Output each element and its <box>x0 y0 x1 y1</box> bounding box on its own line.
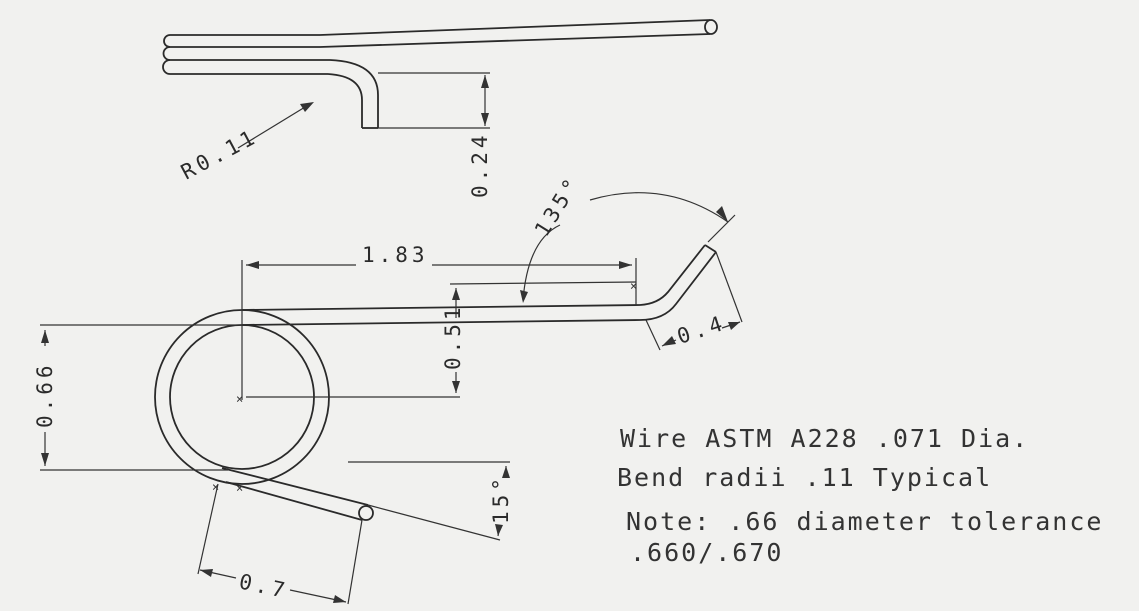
dim-leg-height: 0.24 <box>468 131 492 198</box>
bent-leg <box>329 59 379 128</box>
svg-text:×: × <box>212 480 219 494</box>
center-mark: × <box>236 392 243 406</box>
main-leg <box>241 304 641 311</box>
top-view: 0.24 R0.11 <box>162 19 718 198</box>
long-leg-top <box>319 19 711 36</box>
dim-angle-bend: 135° <box>530 171 586 240</box>
dim-length-main: 1.83 <box>362 243 429 267</box>
wire-end <box>704 19 718 35</box>
short-leg <box>221 467 369 506</box>
dim-offset-rise: 0.51 <box>441 303 465 370</box>
dim-coil-diameter: 0.66 <box>33 361 57 428</box>
dim-bend-radius: R0.11 <box>177 124 262 184</box>
dim-end-leg: 0.4 <box>674 310 729 348</box>
dim-angle-small: 15° <box>489 474 513 524</box>
dim-short-leg: 0.7 <box>237 569 291 603</box>
short-leg-end <box>358 505 374 521</box>
note-tolerance-range: .660/.670 <box>630 538 784 567</box>
svg-text:×: × <box>236 481 243 495</box>
note-wire-spec: Wire ASTM A228 .071 Dia. <box>620 424 1030 453</box>
svg-text:×: × <box>630 279 637 293</box>
note-diameter-tolerance: Note: .66 diameter tolerance <box>626 507 1104 536</box>
note-bend-radii: Bend radii .11 Typical <box>617 463 993 492</box>
